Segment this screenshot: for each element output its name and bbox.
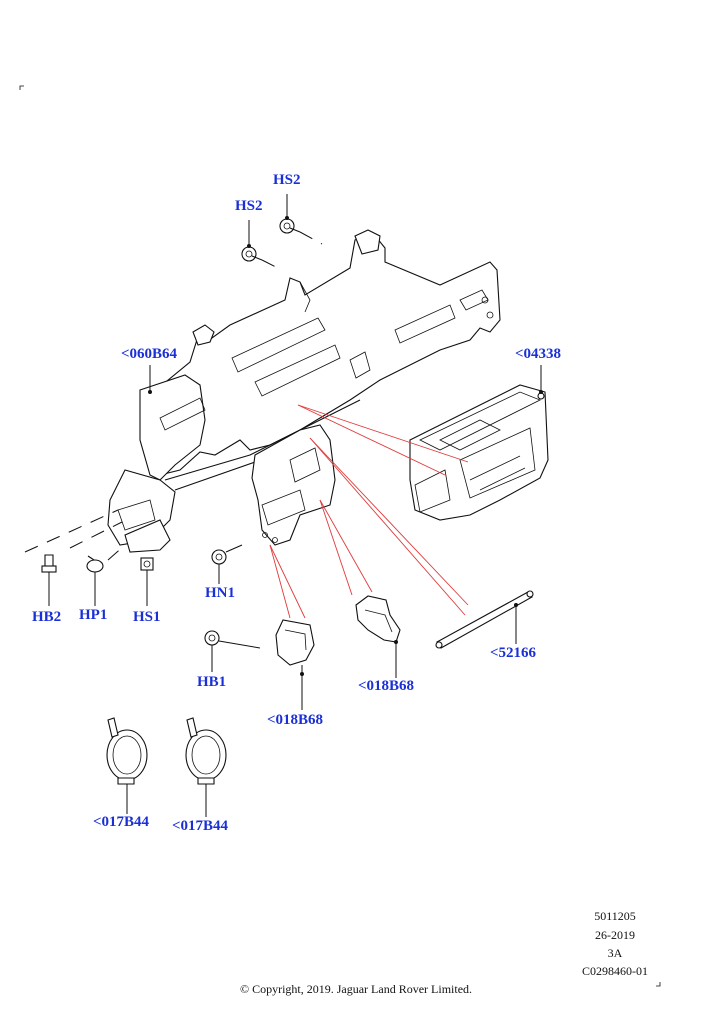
- copyright-notice: © Copyright, 2019. Jaguar Land Rover Lim…: [239, 982, 473, 996]
- callout-018b68-right[interactable]: <018B68: [358, 678, 415, 694]
- fastener-hs1: [140, 557, 154, 571]
- ref-line-3: 3A: [607, 946, 623, 960]
- callout-hp1[interactable]: HP1: [79, 607, 108, 623]
- callout-hb1[interactable]: HB1: [197, 674, 227, 690]
- callout-017b44-left[interactable]: <017B44: [93, 814, 150, 830]
- callout-hb2[interactable]: HB2: [32, 609, 62, 625]
- fastener-hb1: [204, 630, 220, 646]
- ring-017b44-right: [185, 717, 227, 785]
- ring-017b44-left: [106, 717, 148, 785]
- bar-52166: [435, 590, 534, 649]
- callout-hs2-top[interactable]: HS2: [273, 172, 301, 188]
- ref-line-4: C0298460-01: [582, 964, 648, 978]
- fastener-hp1: [86, 555, 104, 573]
- cross-car-beam: [107, 229, 501, 553]
- callout-04338[interactable]: <04338: [515, 346, 562, 362]
- callout-52166[interactable]: <52166: [490, 645, 537, 661]
- fastener-hb2: [41, 554, 57, 573]
- ref-line-1: 5011205: [594, 909, 636, 923]
- fastener-hs2-left: [241, 246, 263, 262]
- callout-hs1[interactable]: HS1: [133, 609, 161, 625]
- bracket-018b68-left: [275, 619, 315, 666]
- callout-060b64[interactable]: <060B64: [121, 346, 178, 362]
- fastener-hn1: [211, 549, 227, 565]
- tray-04338: [409, 384, 549, 521]
- callout-hn1[interactable]: HN1: [205, 585, 235, 601]
- callout-017b44-right[interactable]: <017B44: [172, 818, 229, 834]
- bracket-018b68-right: [355, 595, 401, 643]
- fastener-hs2-top: [279, 218, 301, 234]
- ref-line-2: 26-2019: [595, 928, 635, 942]
- callout-018b68-left[interactable]: <018B68: [267, 712, 324, 728]
- callout-hs2-left[interactable]: HS2: [235, 198, 263, 214]
